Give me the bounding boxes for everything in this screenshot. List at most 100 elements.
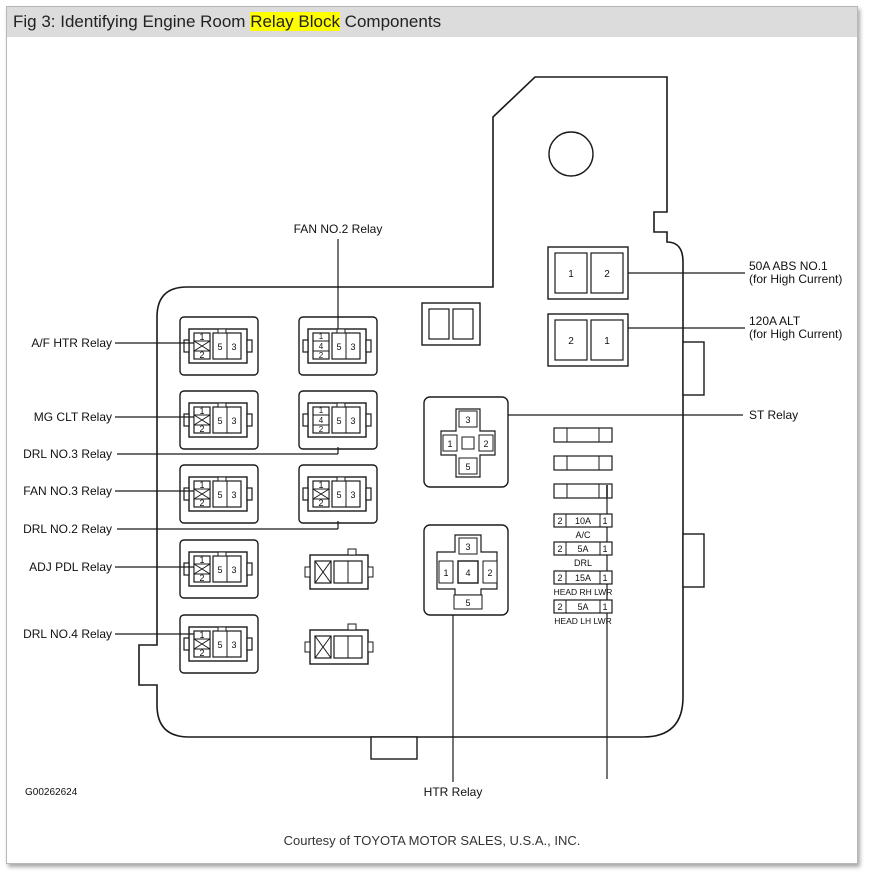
pin-label: 2 (199, 573, 204, 583)
fuse-rating: 10A (575, 516, 591, 526)
relay-block-housing (138, 76, 684, 738)
pin-label: 1 (199, 480, 204, 490)
af-htr-relay-label: A/F HTR Relay (31, 336, 112, 350)
pin-label: 2 (568, 336, 574, 347)
pin-label: 3 (231, 416, 236, 426)
pin-label: 5 (336, 490, 341, 500)
pin-label: 2 (199, 350, 204, 360)
st-relay-socket: 3 5 1 2 (423, 396, 509, 488)
pin-label: 1 (199, 406, 204, 416)
pin-label: 5 (465, 598, 470, 608)
abs-no1-fuse: 1 2 (547, 246, 629, 300)
title-prefix: Fig 3: Identifying Engine Room (13, 12, 251, 31)
drl-no2-relay-label: DRL NO.2 Relay (23, 522, 112, 536)
pin-label: 1 (319, 406, 324, 415)
housing-tab-bottom (370, 736, 418, 760)
fuse-rating: 5A (577, 602, 588, 612)
mini-fuse-drl: 2 5A 1 DRL (553, 541, 613, 568)
drl-no2-relay-socket: 1 2 5 3 (298, 464, 378, 524)
pin-label: 3 (465, 542, 470, 552)
pin-label: 2 (319, 351, 324, 360)
fuse-terminal-label: 1 (602, 516, 607, 526)
fuse-terminal-label: 2 (557, 573, 562, 583)
pin-label: 3 (350, 416, 355, 426)
adj-pdl-relay-label: ADJ PDL Relay (29, 560, 112, 574)
pin-label: 2 (483, 439, 488, 449)
pin-label: 3 (231, 640, 236, 650)
blank-fuse-slot (553, 427, 613, 443)
pin-label: 3 (465, 415, 470, 425)
mini-fuse-head-lh-lwr: 2 5A 1 HEAD LH LWR (553, 599, 613, 626)
fuse-terminal-label: 2 (557, 544, 562, 554)
pin-label: 2 (604, 269, 610, 280)
alt-fuse: 2 1 (547, 313, 629, 367)
pin-label: 2 (199, 498, 204, 508)
blank-fuse-slot (553, 455, 613, 471)
alt-fuse-sublabel: (for High Current) (749, 327, 842, 341)
figure-frame: Fig 3: Identifying Engine Room Relay Blo… (6, 6, 858, 864)
pin-label: 3 (350, 490, 355, 500)
fuse-terminal-label: 2 (557, 516, 562, 526)
pin-label: 5 (336, 416, 341, 426)
figure-id: G00262624 (25, 787, 78, 798)
fan-no3-relay-label: FAN NO.3 Relay (23, 484, 112, 498)
housing-tab-right-2 (682, 533, 705, 588)
figure-title: Fig 3: Identifying Engine Room Relay Blo… (13, 12, 441, 32)
pin-label: 4 (319, 342, 324, 351)
housing-tab-right-1 (682, 341, 705, 396)
drl-no3-relay-label: DRL NO.3 Relay (23, 447, 112, 461)
pin-label: 1 (604, 336, 610, 347)
fuse-terminal-label: 2 (557, 602, 562, 612)
mounting-hole (548, 131, 594, 177)
fan-no2-relay-label: FAN NO.2 Relay (294, 222, 383, 236)
alt-fuse-label: 120A ALT (749, 314, 801, 328)
fuse-rating: 15A (575, 573, 591, 583)
pin-label: 1 (447, 439, 452, 449)
fuse-name: HEAD LH LWR (554, 616, 611, 626)
title-suffix: Components (339, 12, 442, 31)
htr-relay-label: HTR Relay (424, 785, 483, 799)
pin-label: 3 (350, 342, 355, 352)
title-highlight: Relay Block (250, 12, 340, 31)
mg-clt-relay-label: MG CLT Relay (34, 410, 112, 424)
pin-label: 1 (199, 332, 204, 342)
abs-no1-fuse-label: 50A ABS NO.1 (749, 259, 828, 273)
pin-label: 3 (231, 565, 236, 575)
fuse-terminal-label: 1 (602, 544, 607, 554)
mini-fuse-head-rh-lwr: 2 15A 1 HEAD RH LWR (553, 570, 613, 597)
pin-label: 5 (217, 342, 222, 352)
pin-label: 5 (217, 416, 222, 426)
pin-label: 3 (231, 342, 236, 352)
fuse-rating: 5A (577, 544, 588, 554)
pin-label: 5 (217, 640, 222, 650)
leader-lines (115, 239, 745, 782)
blank-fuse-slot (553, 483, 613, 499)
fan-no2-relay-socket: 1 4 2 5 3 (298, 316, 378, 376)
small-fuse-block (421, 302, 481, 346)
pin-label: 2 (199, 648, 204, 658)
af-htr-relay-socket: 1 2 5 3 (179, 316, 259, 376)
bare-connector-lower (304, 623, 374, 665)
pin-label: 1 (318, 480, 323, 490)
mg-clt-relay-socket: 1 2 5 3 (179, 390, 259, 450)
drl-no4-relay-socket: 1 2 5 3 (179, 614, 259, 674)
abs-no1-fuse-sublabel: (for High Current) (749, 272, 842, 286)
title-bar: Fig 3: Identifying Engine Room Relay Blo… (7, 7, 857, 37)
pin-label: 4 (465, 568, 470, 578)
relay-block-diagram: 1 2 5 3 1 2 5 3 1 2 5 3 1 2 5 3 (23, 76, 842, 799)
htr-relay-socket: 3 1 4 2 5 (423, 524, 509, 616)
pin-label: 4 (319, 416, 324, 425)
pin-label: 1 (568, 269, 574, 280)
pin-label: 5 (217, 490, 222, 500)
pin-label: 1 (199, 630, 204, 640)
drl-no3-relay-socket: 1 4 2 5 3 (298, 390, 378, 450)
pin-label: 1 (443, 568, 448, 578)
fuse-name: DRL (574, 558, 592, 568)
fan-no3-relay-socket: 1 2 5 3 (179, 464, 259, 524)
pin-label: 2 (487, 568, 492, 578)
pin-label: 5 (336, 342, 341, 352)
mini-fuse-ac: 2 10A 1 A/C (553, 513, 613, 540)
pin-label: 1 (199, 555, 204, 565)
fuse-terminal-label: 1 (602, 573, 607, 583)
pin-label: 1 (319, 332, 324, 341)
